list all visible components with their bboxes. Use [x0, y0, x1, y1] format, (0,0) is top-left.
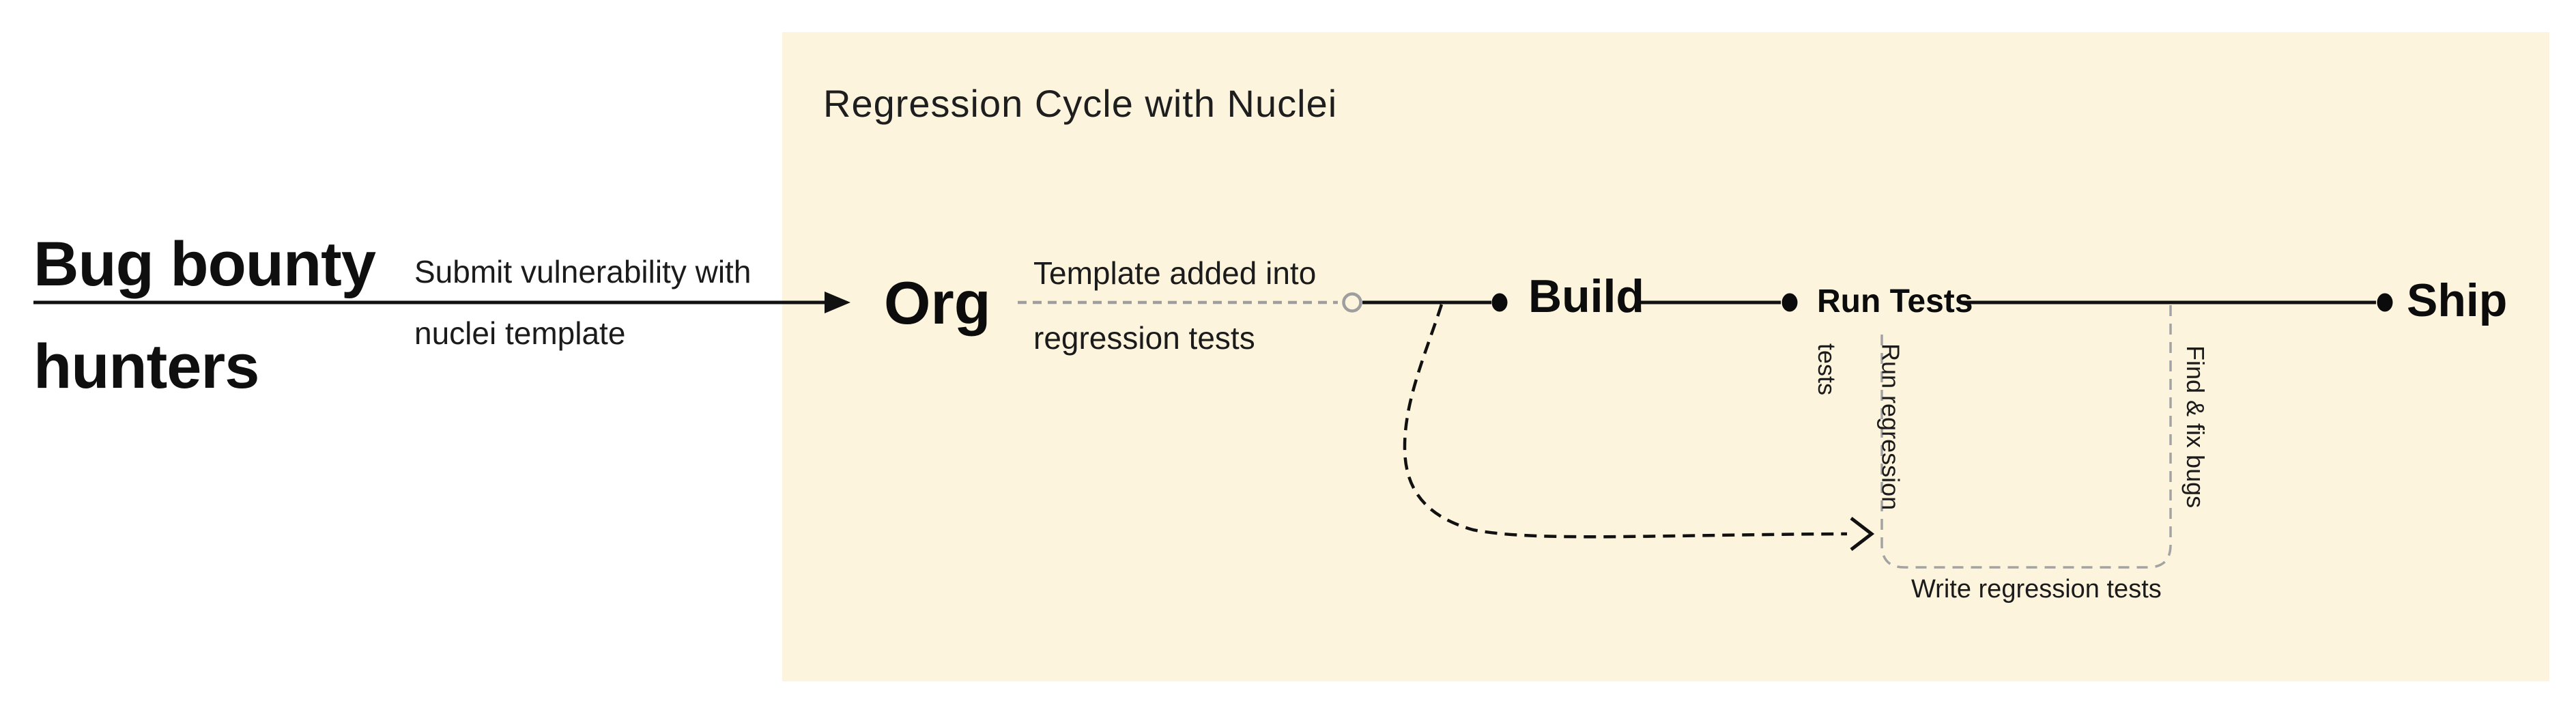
build-dot-icon	[1491, 293, 1508, 312]
node-run-tests: Run Tests	[1817, 283, 1973, 320]
find-fix-bugs-vertical-label: Find & fix bugs	[2181, 345, 2209, 509]
regression-cycle-panel	[782, 32, 2549, 681]
submit-arrowhead-icon	[825, 292, 850, 313]
submit-vulnerability-label-line2: nuclei template	[414, 315, 626, 351]
submit-vulnerability-label-line1: Submit vulnerability with	[414, 254, 752, 289]
bug-bounty-line2: hunters	[33, 332, 259, 401]
node-ship: Ship	[2407, 274, 2508, 326]
bug-bounty-hunters-label: Bug bounty hunters	[33, 213, 376, 418]
panel-title: Regression Cycle with Nuclei	[823, 82, 1338, 125]
write-regression-tests-label: Write regression tests	[1911, 575, 2162, 604]
regression-loop-bracket	[1880, 305, 2172, 569]
template-added-label-line1: Template added into	[1033, 255, 1317, 291]
bug-bounty-line1: Bug bounty	[33, 229, 376, 299]
feedback-arrowhead-icon	[1850, 517, 1875, 551]
ship-dot-icon	[2377, 293, 2393, 312]
open-circle-icon	[1342, 292, 1362, 313]
node-org: Org	[884, 269, 991, 337]
run-regression-line1: Run regression	[1876, 343, 1905, 511]
run-regression-line2: tests	[1812, 343, 1841, 396]
template-added-label-line2: regression tests	[1033, 320, 1255, 356]
run-regression-tests-vertical-label: Run regression tests	[1810, 343, 1938, 510]
node-build: Build	[1528, 270, 1644, 322]
feedback-dashed-curve	[1403, 304, 1848, 539]
run-tests-dot-icon	[1781, 293, 1798, 312]
